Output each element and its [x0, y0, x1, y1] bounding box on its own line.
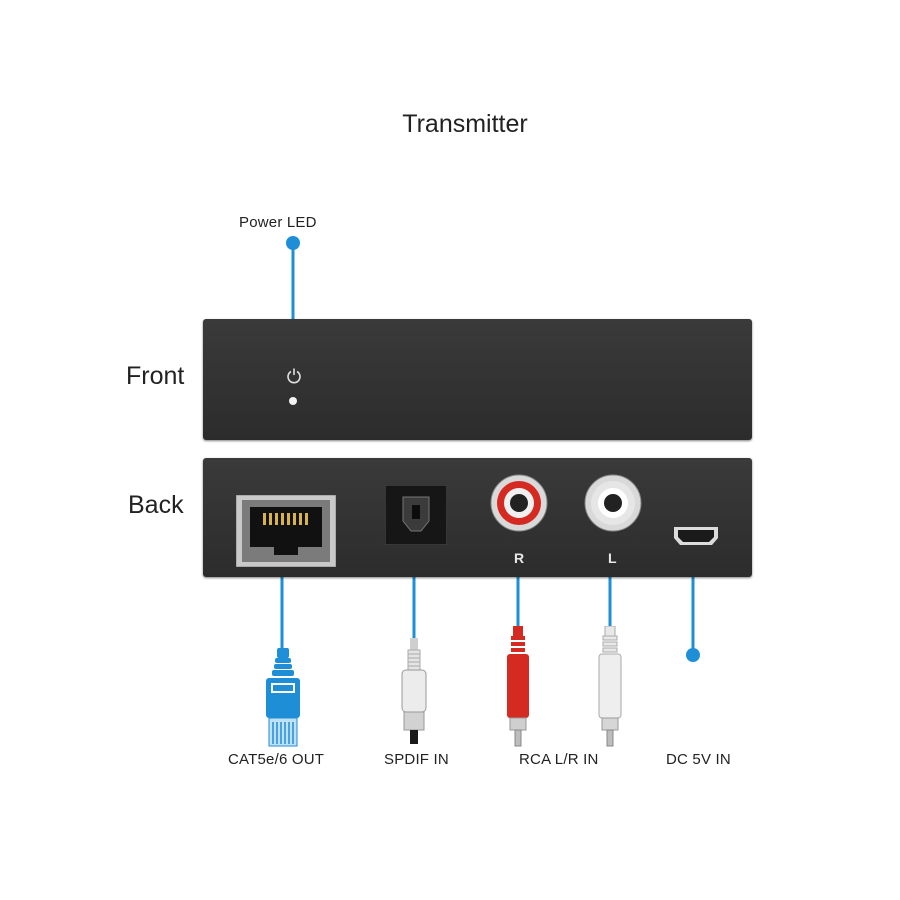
front-panel: [203, 319, 752, 440]
spdif-cable-icon: [401, 638, 427, 744]
power-icon: [287, 368, 301, 384]
power-led-label: Power LED: [239, 214, 317, 231]
rca-white-cable-icon: [598, 626, 622, 747]
micro-usb-port-icon: [674, 527, 718, 545]
rca-right-mark: R: [514, 550, 525, 566]
back-panel: R L: [203, 458, 752, 577]
optical-port-icon: [385, 485, 447, 545]
rj45-port-icon: [236, 495, 336, 567]
dc-callout-dot: [686, 648, 700, 662]
back-label: Back: [128, 491, 184, 519]
diagram-title: Transmitter: [402, 110, 528, 138]
front-label: Front: [126, 362, 185, 390]
ethernet-cable-icon: [266, 648, 300, 747]
power-led-callout-dot: [286, 236, 300, 250]
rca-left-mark: L: [608, 550, 617, 566]
rca-right-port-icon: [490, 474, 548, 532]
power-led-indicator: [289, 397, 297, 405]
rca-left-port-icon: [584, 474, 642, 532]
spdif-in-label: SPDIF IN: [384, 751, 449, 768]
cat-out-label: CAT5e/6 OUT: [228, 751, 325, 768]
dc-in-label: DC 5V IN: [666, 751, 731, 768]
rca-red-cable-icon: [507, 626, 529, 747]
rca-in-label: RCA L/R IN: [519, 751, 599, 768]
